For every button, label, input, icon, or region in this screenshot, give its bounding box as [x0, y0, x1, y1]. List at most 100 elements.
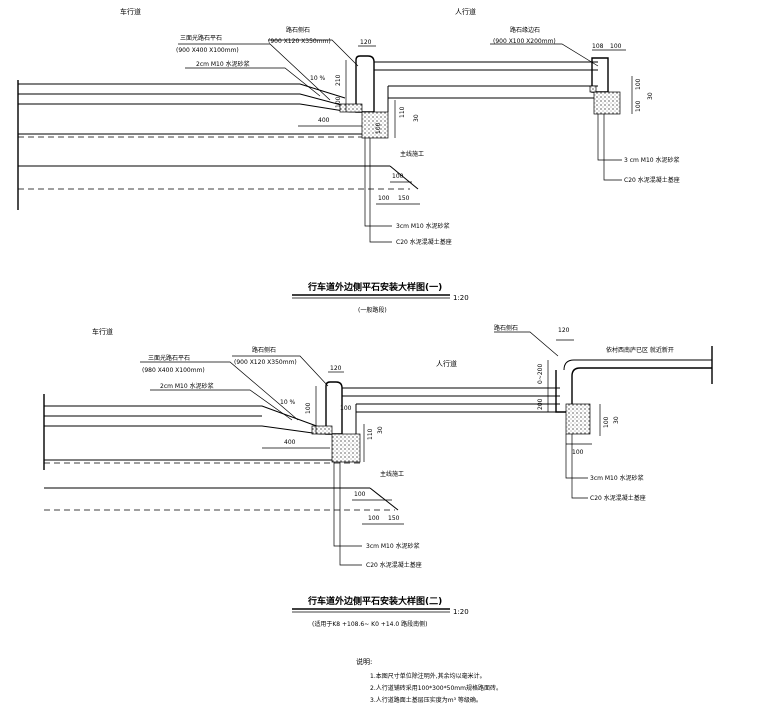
- leader-curb: [232, 355, 329, 387]
- dim-30: 30: [647, 92, 654, 100]
- concrete-bottom-label: C20 水泥混凝土基座: [396, 238, 452, 246]
- concrete-bottom-label: C20 水泥混凝土基座: [366, 561, 422, 569]
- dim-150: 150: [388, 515, 400, 522]
- detail-2-title: 行车道外边侧平石安装大样图(二): [307, 595, 442, 607]
- dim-100: 100: [603, 416, 610, 428]
- dim-210: 210: [335, 74, 342, 86]
- right-ground-line: [563, 359, 712, 371]
- dim-200: 200: [537, 398, 544, 410]
- slope-line: [389, 165, 419, 190]
- leader-mortar: [185, 67, 321, 97]
- slope-percent: 10 %: [310, 75, 326, 82]
- flat-stone-bottom: [44, 425, 330, 435]
- dim-100: 100: [635, 78, 642, 90]
- mortar-right-label: 3cm M10 水泥砂浆: [590, 474, 644, 482]
- detail-2-subtitle: (适用于K8 +108.6~ K0 +14.0 路段南侧): [312, 620, 427, 628]
- dim-100: 100: [378, 195, 390, 202]
- mortar-top-label: 2cm M10 水泥砂浆: [196, 60, 250, 68]
- mortar-bottom-label: 3cm M10 水泥砂浆: [366, 542, 420, 550]
- leader-bottom: [339, 462, 362, 566]
- edge-size: (900 X100 X200mm): [493, 38, 556, 45]
- detail-1: 车行道 人行道 三面光路石平石 (900 X400 X100mm) 2cm M1…: [17, 7, 680, 314]
- leader-right: [571, 434, 588, 499]
- curb-label: 路石侧石: [252, 346, 276, 354]
- detail-1-title: 行车道外边侧平石安装大样图(一): [307, 281, 442, 293]
- slope-percent: 10 %: [280, 399, 296, 406]
- sidewalk-label: 人行道: [455, 7, 476, 16]
- dim-100: 100: [368, 515, 380, 522]
- mortar-bottom-label: 3cm M10 水泥砂浆: [396, 222, 450, 230]
- dim-30: 30: [613, 416, 620, 424]
- detail-1-subtitle: (一般路段): [358, 306, 387, 314]
- curb-label: 路石侧石: [286, 26, 310, 34]
- curb-foundation: [331, 433, 361, 463]
- leader-bottom: [369, 138, 392, 243]
- detail-1-scale: 1:20: [453, 294, 469, 302]
- dim-100: 100: [572, 449, 584, 456]
- note-line-2: 2.人行道铺砖采用100*300*50mm规格路面砖。: [370, 684, 502, 692]
- dim-100: 100: [635, 100, 642, 112]
- main-works-label: 主线施工: [400, 150, 424, 158]
- mortar-top-label: 2cm M10 水泥砂浆: [160, 382, 214, 390]
- flat-stone-mortar: [311, 425, 333, 435]
- sidewalk-label: 人行道: [436, 359, 457, 368]
- carriageway-label: 车行道: [92, 327, 113, 336]
- dim-110: 110: [367, 428, 374, 440]
- dim-120: 120: [360, 39, 372, 46]
- slope-line: [369, 487, 399, 511]
- dim-30: 30: [377, 426, 384, 434]
- dim-108: 108: [592, 43, 604, 50]
- dim-150: 150: [398, 195, 410, 202]
- curb-2-label: 路石侧石: [494, 324, 518, 332]
- right-curb-stone: [555, 367, 712, 413]
- dim-100: 100: [340, 405, 352, 412]
- concrete-right-label: C20 水泥混凝土基座: [590, 494, 646, 502]
- dim-400: 400: [284, 439, 296, 446]
- detail-2-scale: 1:20: [453, 608, 469, 616]
- leader-flat-stone: [140, 361, 299, 421]
- main-works-label: 主线施工: [380, 470, 404, 478]
- dim-100: 100: [610, 43, 622, 50]
- right-note: 依村西南庐已区 就近新开: [606, 346, 674, 354]
- flat-stone-mortar: [339, 103, 363, 113]
- dim-30: 30: [413, 114, 420, 122]
- leader-right: [565, 434, 588, 479]
- pavement-top-line: [18, 83, 346, 99]
- flat-stone-size: (980 X400 X100mm): [142, 367, 205, 374]
- pavement-top-line: [44, 405, 323, 429]
- flat-stone-label: 三面光路石平石: [148, 354, 190, 362]
- right-curb-foundation: [565, 403, 591, 435]
- leader-edge: [490, 43, 599, 67]
- dim-100: 100: [375, 122, 382, 134]
- dim-100: 100: [335, 96, 342, 108]
- dim-120: 120: [330, 365, 342, 372]
- leader-curb: [268, 39, 359, 67]
- curb-size: (900 X120 X350mm): [268, 38, 331, 45]
- detail-2: 车行道 人行道 三面光路石平石 (980 X400 X100mm) 2cm M1…: [43, 324, 713, 628]
- leader-curb-2: [494, 331, 559, 357]
- leader-bottom: [333, 462, 362, 547]
- leader-flat-stone: [178, 43, 331, 101]
- leader-mortar: [150, 389, 293, 421]
- leader-right: [603, 114, 622, 181]
- notes-heading: 说明:: [356, 657, 372, 666]
- dim-400: 400: [318, 117, 330, 124]
- curb-stone: [355, 55, 375, 113]
- edge-foundation: [593, 91, 621, 115]
- notes: 说明: 1.本图尺寸单位除注明外,其余均以毫米计。 2.人行道铺砖采用100*3…: [356, 657, 502, 704]
- note-line-3: 3.人行道路面土基层压实度为m³ 等级确。: [370, 696, 482, 704]
- concrete-right-label: C20 水泥混凝土基座: [624, 176, 680, 184]
- flat-stone-size: (900 X400 X100mm): [176, 47, 239, 54]
- flat-stone-label: 三面光路石平石: [180, 34, 222, 42]
- edge-label: 路石缘边石: [510, 26, 540, 34]
- leader-right: [597, 114, 622, 161]
- curb-size: (900 X120 X350mm): [234, 359, 297, 366]
- dim-100: 100: [354, 491, 366, 498]
- edge-mortar: [589, 85, 597, 93]
- note-line-1: 1.本图尺寸单位除注明外,其余均以毫米计。: [370, 672, 486, 680]
- dim-110: 110: [399, 106, 406, 118]
- leader-bottom: [364, 138, 392, 227]
- carriageway-label: 车行道: [120, 7, 141, 16]
- dim-100: 100: [392, 173, 404, 180]
